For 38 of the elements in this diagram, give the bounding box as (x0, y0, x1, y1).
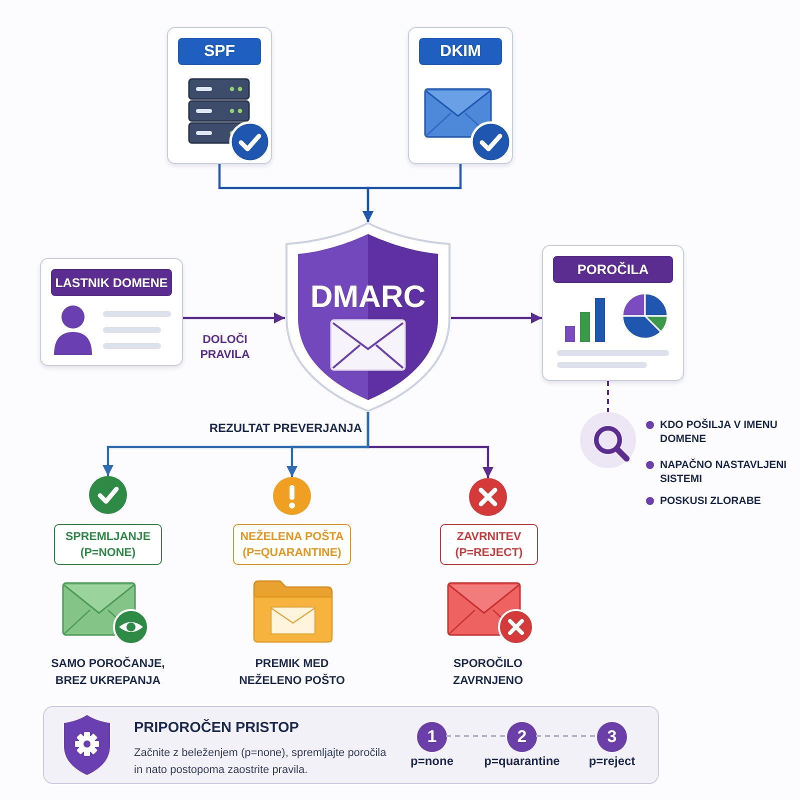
arrow (183, 312, 285, 324)
step-marker: 2 (507, 722, 537, 752)
policy-label: SPREMLJANJE (P=NONE) (54, 524, 162, 565)
outcome-caption: SPOROČILO ZAVRNJENO (452, 656, 524, 689)
bullet-text: KDO POŠILJA V IMENU DOMENE (660, 418, 778, 446)
card-title: SPF (178, 38, 261, 65)
dashed-connector (607, 381, 609, 412)
info-panel (43, 706, 659, 784)
shield-title: DMARC (309, 280, 427, 314)
bullet-text: NAPAČNO NASTAVLJENI SISTEMI (660, 458, 788, 486)
dashed-connector (536, 735, 596, 737)
outcome-caption: SAMO POROČANJE, BREZ UKREPANJA (50, 656, 166, 689)
info-card (167, 27, 272, 164)
step-label: p=reject (588, 754, 636, 768)
dashed-connector (446, 735, 506, 737)
arrow (218, 164, 374, 222)
step-marker: 1 (417, 722, 447, 752)
policy-label: NEŽELENA POŠTA (P=QUARANTINE) (233, 524, 351, 565)
card-title: POROČILA (553, 256, 673, 283)
info-card (542, 245, 684, 381)
policy-label: ZAVRNITEV (P=REJECT) (440, 524, 538, 565)
info-card (408, 27, 513, 164)
shield (285, 222, 451, 412)
step-label: p=quarantine (483, 754, 561, 768)
bullet-text: POSKUSI ZLORABE (660, 494, 762, 508)
arrow (102, 412, 370, 476)
arrow (451, 312, 542, 324)
outcome-caption: PREMIK MED NEŽELENO POŠTO (238, 657, 346, 689)
panel-title: PRIPOROČEN PRISTOP (134, 720, 299, 736)
card-title: LASTNIK DOMENE (51, 269, 172, 296)
info-card (40, 258, 183, 366)
check-icon (89, 476, 127, 514)
warning-icon (273, 477, 311, 515)
card-title: DKIM (419, 38, 502, 65)
error-icon (469, 478, 507, 516)
panel-text: Začnite z beleženjem (p=none), spremljajte poročila in nato postopoma zaostrite pravila. (134, 746, 388, 778)
step-label: p=none (409, 754, 454, 768)
step-marker: 3 (597, 722, 627, 752)
